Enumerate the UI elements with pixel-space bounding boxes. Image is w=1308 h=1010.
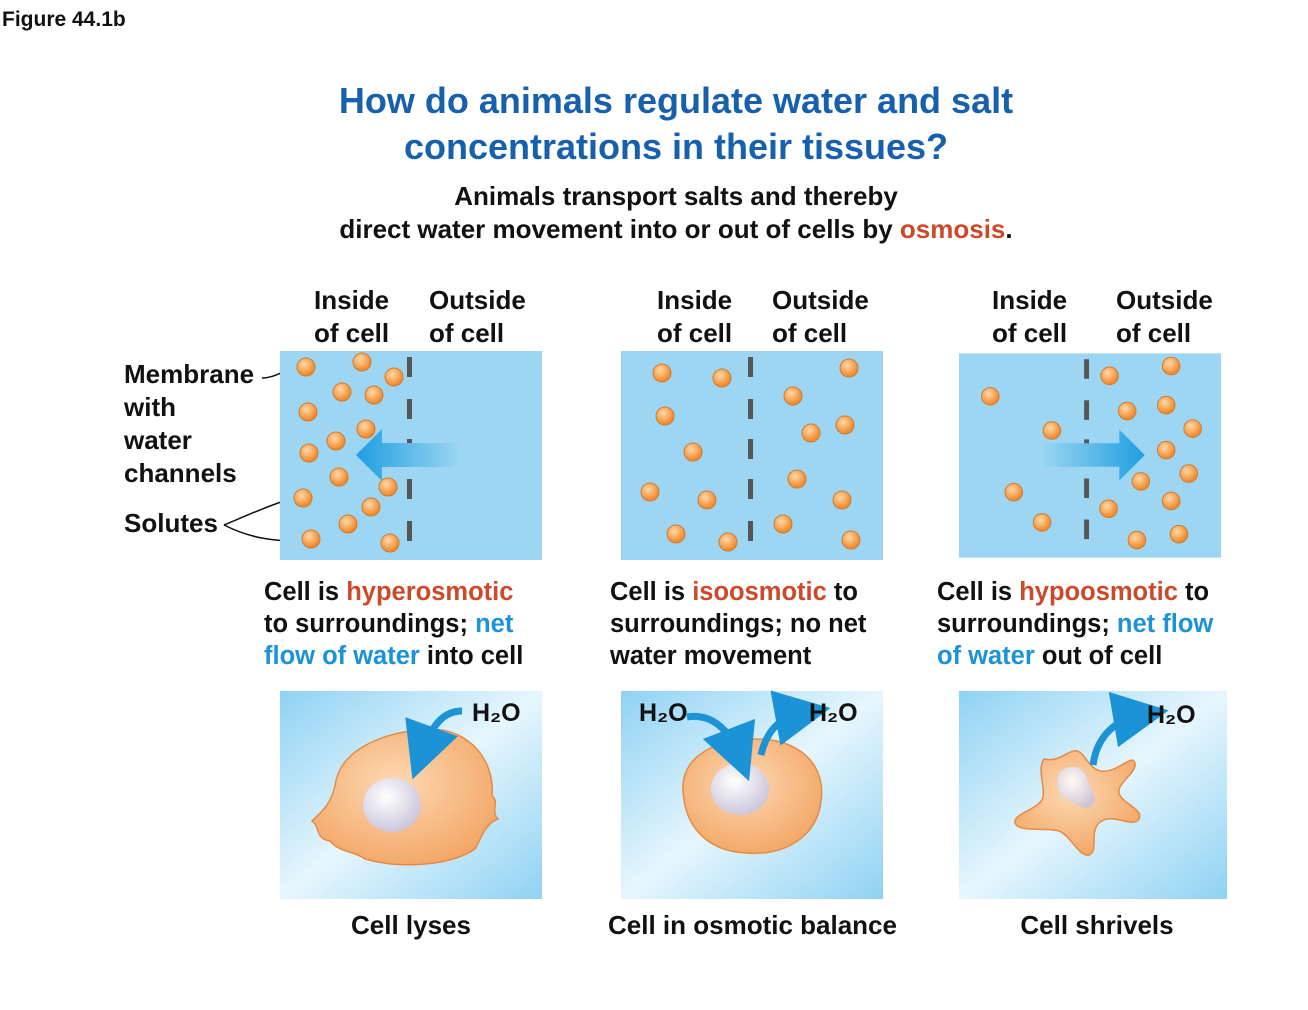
water-flow-arrow — [1041, 429, 1145, 481]
desc-hypo-l1-post: to — [1177, 578, 1210, 606]
desc-hypo-l3-post: out of cell — [1034, 642, 1163, 670]
cell-panel-lyses: H₂O — [280, 691, 542, 899]
water-in-arrow — [686, 712, 756, 782]
caption-lyses: Cell lyses — [351, 910, 471, 940]
header-inside-1-l2: of cell — [314, 318, 390, 348]
osmosis-term: osmosis — [899, 214, 1006, 244]
subtitle: Animals transport salts and thereby dire… — [0, 180, 1308, 246]
header-inside-2-l2: of cell — [657, 318, 733, 348]
desc-hypo-l2-pre: surroundings; — [937, 610, 1117, 638]
water-flow-arrow — [356, 429, 460, 481]
water-label: H₂O — [1147, 701, 1196, 729]
desc-iso-line-2: surroundings; no net — [610, 610, 867, 638]
header-inside-3-l1: Inside — [992, 285, 1068, 315]
desc-hyper-line-1: Cell is hyperosmotic — [264, 576, 523, 608]
water-out-label: H₂O — [809, 699, 858, 727]
desc-hyper-l2-pre: to surroundings; — [264, 610, 476, 638]
subtitle-line-2-text: direct water movement into or out of cel… — [339, 214, 900, 244]
desc-iso-line-1: Cell is isoosmotic to — [610, 576, 866, 608]
solutes — [293, 352, 404, 553]
membrane-label-line-2: with — [124, 392, 176, 422]
caption-balance: Cell in osmotic balance — [608, 910, 897, 940]
desc-hypo-l1-pre: Cell is — [937, 578, 1020, 606]
membrane — [748, 357, 753, 541]
water-out-arrow — [1089, 692, 1169, 766]
desc-hypo-l2-blue: net flow — [1116, 610, 1214, 638]
solutes — [640, 358, 861, 552]
header-inside-3-l2: of cell — [992, 318, 1068, 348]
desc-hyper-l3-blue: flow of water — [264, 642, 420, 670]
nucleus — [363, 778, 421, 832]
desc-hyper-l2-blue: net — [475, 610, 514, 638]
desc-hyper-l3-post: into cell — [419, 642, 524, 670]
water-out-arrow — [757, 690, 831, 756]
header-outside-3-l2: of cell — [1116, 318, 1192, 348]
desc-hyper-line-2: to surroundings; net — [264, 608, 523, 640]
header-outside-2-l1: Outside — [772, 285, 869, 315]
solutes — [980, 356, 1202, 550]
tank-isoosmotic — [621, 351, 883, 560]
water-in-arrow — [405, 707, 463, 780]
subtitle-period: . — [1005, 214, 1013, 244]
desc-hypo-l3-blue: of water — [937, 642, 1035, 670]
hypoosmotic-term: hypoosmotic — [1019, 578, 1178, 606]
desc-hypo-line-3: of water out of cell — [937, 640, 1213, 672]
figure-label: Figure 44.1b — [2, 8, 126, 31]
water-in-label: H₂O — [639, 699, 688, 727]
water-label: H₂O — [472, 699, 521, 727]
desc-iso-l1-post: to — [826, 578, 858, 606]
desc-hyperosmotic: Cell is hyperosmotic to surroundings; ne… — [264, 576, 523, 672]
header-outside-1-l2: of cell — [429, 318, 505, 348]
cell-panel-shrivels: H₂O — [959, 691, 1227, 899]
solutes-label-text: Solutes — [124, 508, 218, 538]
subtitle-line-2: direct water movement into or out of cel… — [0, 213, 1308, 246]
header-inside-1-l1: Inside — [314, 285, 390, 315]
header-outside-1-l1: Outside — [429, 285, 526, 315]
tank-hypoosmotic — [959, 353, 1221, 558]
nucleus — [711, 763, 769, 815]
main-title: How do animals regulate water and salt c… — [0, 78, 1308, 170]
isoosmotic-term: isoosmotic — [692, 578, 827, 606]
tank-hyperosmotic — [280, 351, 542, 560]
desc-iso-line-3: water movement — [610, 642, 812, 670]
solutes-label: Solutes — [124, 507, 218, 540]
desc-hypo-line-1: Cell is hypoosmotic to — [937, 576, 1213, 608]
desc-hyper-l1-pre: Cell is — [264, 578, 347, 606]
caption-shrivels: Cell shrivels — [1020, 910, 1174, 940]
membrane-label-line-1: Membrane — [124, 359, 255, 389]
membrane-label-line-3: water — [124, 425, 192, 455]
desc-hypoosmotic: Cell is hypoosmotic to surroundings; net… — [937, 576, 1213, 672]
membrane-label-line-4: channels — [124, 458, 237, 488]
desc-iso-l1-pre: Cell is — [610, 578, 693, 606]
desc-hyper-line-3: flow of water into cell — [264, 640, 523, 672]
header-inside-2-l1: Inside — [657, 285, 733, 315]
cell-panel-balance: H₂O H₂O — [621, 690, 883, 899]
header-outside-2-l2: of cell — [772, 318, 848, 348]
header-outside-3-l1: Outside — [1116, 285, 1213, 315]
desc-isoosmotic: Cell is isoosmotic to surroundings; no n… — [610, 576, 866, 672]
nucleus — [1057, 766, 1095, 809]
desc-hypo-line-2: surroundings; net flow — [937, 608, 1213, 640]
title-line-1: How do animals regulate water and salt — [338, 80, 1014, 121]
hyperosmotic-term: hyperosmotic — [346, 578, 514, 606]
title-line-2: concentrations in their tissues? — [403, 126, 949, 167]
subtitle-line-1: Animals transport salts and thereby — [454, 181, 898, 211]
membrane-label: Membrane with water channels — [124, 358, 254, 490]
